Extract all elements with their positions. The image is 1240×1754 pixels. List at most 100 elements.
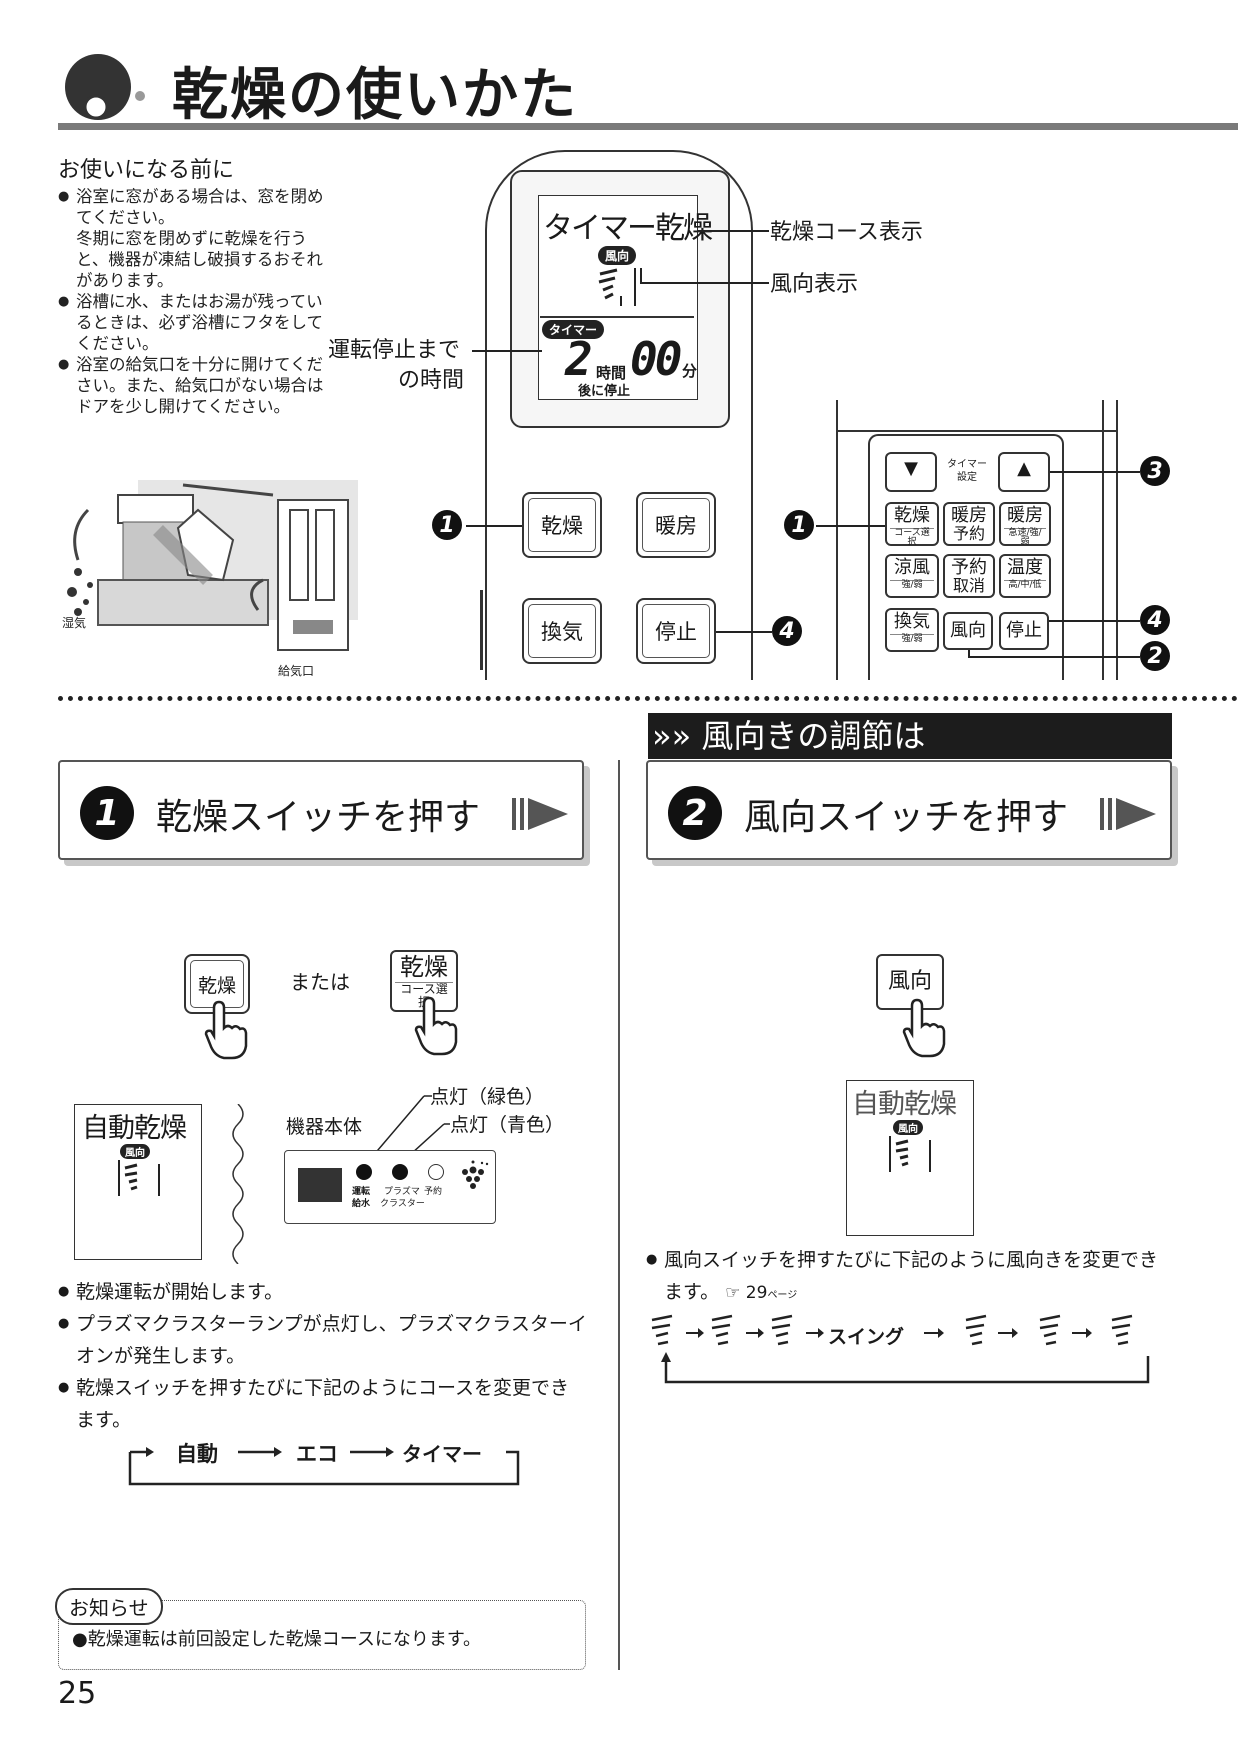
bathroom-illustration [67, 480, 358, 651]
bullet-item: プラズマクラスターランプが点灯し、プラズマクラスターイオンが発生します。 [58, 1308, 588, 1372]
remote-small-rail-right2 [1116, 400, 1118, 680]
bullet-item: 風向スイッチを押すたびに下記のように風向きを変更できます。 ☞ 29ページ [646, 1244, 1176, 1312]
small-vent-button[interactable]: 換気強/弱 [885, 608, 939, 652]
panel-plasma-label: プラズマ [384, 1187, 420, 1197]
page-ref-unit: ページ [767, 1290, 798, 1301]
panel-water-label: 給水 [352, 1199, 371, 1209]
reserve-lamp [428, 1164, 444, 1180]
lcd-minutes: 00 [630, 332, 682, 386]
step2-number: 2 [668, 786, 722, 840]
notice-text: ●乾燥運転は前回設定した乾燥コースになります。 [72, 1629, 482, 1650]
callout-timer-line2: の時間 [398, 368, 465, 393]
or-text: または [290, 970, 350, 994]
small-step-number-3: 3 [1140, 456, 1170, 486]
page-ref: ☞ 29 [725, 1283, 768, 1303]
lcd-course-text: タイマー乾燥 [543, 211, 713, 246]
lcd-minutes-unit: 分 [682, 362, 698, 380]
step1-number: 1 [80, 786, 134, 840]
step2-lcd-text: 自動乾燥 [852, 1089, 957, 1120]
course-cycle-diagram [128, 1447, 520, 1486]
bullet-item: 乾燥スイッチを押すたびに下記のようにコースを変更できます。 [58, 1372, 588, 1436]
ventilation-button[interactable]: 換気 [522, 598, 602, 664]
step1-lcd-tag: 風向 [120, 1144, 150, 1159]
step1-lcd [74, 1104, 202, 1260]
wind-direction-sequence [651, 1314, 1150, 1384]
page-number: 25 [58, 1676, 97, 1711]
small-step-number-1: 1 [784, 510, 814, 540]
callout-course-display: 乾燥コース表示 [770, 220, 923, 245]
remote-small-panel [868, 434, 1064, 680]
step1-lcd-text: 自動乾燥 [82, 1113, 187, 1144]
timer-down-button[interactable]: ▼ [885, 452, 937, 492]
step2-title: 風向スイッチを押す [744, 797, 1069, 838]
step2-lcd [846, 1080, 974, 1236]
humid-label: 湿気 [62, 616, 87, 630]
small-step-number-4: 4 [1140, 605, 1170, 635]
course-auto: 自動 [176, 1442, 218, 1466]
lcd-wind-tag: 風向 [598, 246, 637, 265]
callout-wind-display: 風向表示 [770, 272, 859, 297]
step2-wind-key[interactable]: 風向 [876, 954, 944, 1010]
lamp-blue-label: 点灯（青色） [450, 1114, 565, 1136]
wind-adjust-banner: »» 風向きの調節は [648, 713, 1172, 759]
dry-button[interactable]: 乾燥 [522, 492, 602, 558]
step1-box: 1 乾燥スイッチを押す [58, 760, 584, 860]
small-heat-mode-button[interactable]: 暖房急速/強/弱 [999, 502, 1051, 547]
small-dry-course-button[interactable]: 乾燥コース選択 [885, 502, 939, 547]
next-arrow-icon [1100, 798, 1156, 830]
page-title: 乾燥の使いかた [172, 63, 578, 128]
panel-reserve-label: 予約 [424, 1187, 443, 1197]
course-eco: エコ [296, 1442, 338, 1466]
heat-button[interactable]: 暖房 [636, 492, 716, 558]
step1-bullets: 乾燥運転が開始します。 プラズマクラスターランプが点灯し、プラズマクラスターイオ… [58, 1276, 588, 1436]
lcd-after-stop: 後に停止 [578, 384, 631, 399]
lcd-timer-tag: タイマー [542, 320, 605, 339]
small-cool-button[interactable]: 涼風強/弱 [885, 554, 939, 598]
wavy-separator [232, 1104, 244, 1264]
note-item: 冬期に窓を閉めずに乾燥を行うと、機器が凍結し破損するおそれがあります。 [76, 229, 323, 290]
panel-cluster-label: クラスター [380, 1199, 425, 1209]
step2-lcd-tag: 風向 [893, 1120, 923, 1135]
pointing-hand-icon [902, 998, 946, 1058]
stop-button[interactable]: 停止 [636, 598, 716, 664]
before-use-notes: 浴室に窓がある場合は、窓を閉めてください。 冬期に窓を閉めずに乾燥を行うと、機器… [58, 186, 326, 417]
small-step-number-2: 2 [1140, 641, 1170, 671]
step2-box: 2 風向スイッチを押す [646, 760, 1172, 860]
plasma-cluster-icon [462, 1160, 489, 1189]
step-number-4: 4 [772, 616, 802, 646]
wind-direction-icon [889, 1136, 931, 1172]
wind-direction-icon [598, 268, 636, 306]
timer-set-label: タイマー設定 [947, 459, 987, 483]
device-display [298, 1168, 342, 1202]
note-item: 浴槽に水、またはお湯が残っているときは、必ず浴槽にフタをしてください。 [58, 291, 326, 354]
panel-run-label: 運転 [352, 1187, 371, 1197]
step1-title: 乾燥スイッチを押す [156, 797, 481, 838]
plasma-lamp [392, 1164, 408, 1180]
notice-box [58, 1600, 586, 1670]
notice-tag: お知らせ [55, 1588, 163, 1625]
title-bullet-icon [65, 54, 145, 120]
lcd-divider [540, 316, 694, 318]
lcd-hours: 2 [565, 332, 593, 386]
pointing-hand-icon [204, 1000, 248, 1060]
small-heat-reserve-button[interactable]: 暖房予約 [943, 502, 995, 546]
timer-up-button[interactable]: ▲ [998, 452, 1050, 492]
small-wind-button[interactable]: 風向 [943, 612, 993, 650]
remote-small-rail-left [836, 400, 838, 680]
remote-side-edge [480, 590, 483, 670]
column-divider [618, 760, 620, 1670]
small-temp-button[interactable]: 温度高/中/低 [999, 554, 1051, 598]
callout-timer-line1: 運転停止まで [328, 338, 461, 363]
remote-controller [485, 150, 753, 680]
wind-direction-icon [118, 1160, 160, 1196]
step-number-1: 1 [432, 510, 462, 540]
swing-label: スイング [828, 1326, 905, 1348]
course-timer: タイマー [402, 1442, 482, 1466]
small-stop-button[interactable]: 停止 [999, 612, 1049, 650]
air-inlet-label: 給気口 [278, 664, 315, 678]
small-cancel-reserve-button[interactable]: 予約取消 [943, 554, 995, 598]
title-rule [58, 123, 1238, 130]
run-lamp [356, 1164, 372, 1180]
section-divider [58, 696, 1238, 701]
bullet-item: 乾燥運転が開始します。 [58, 1276, 588, 1308]
